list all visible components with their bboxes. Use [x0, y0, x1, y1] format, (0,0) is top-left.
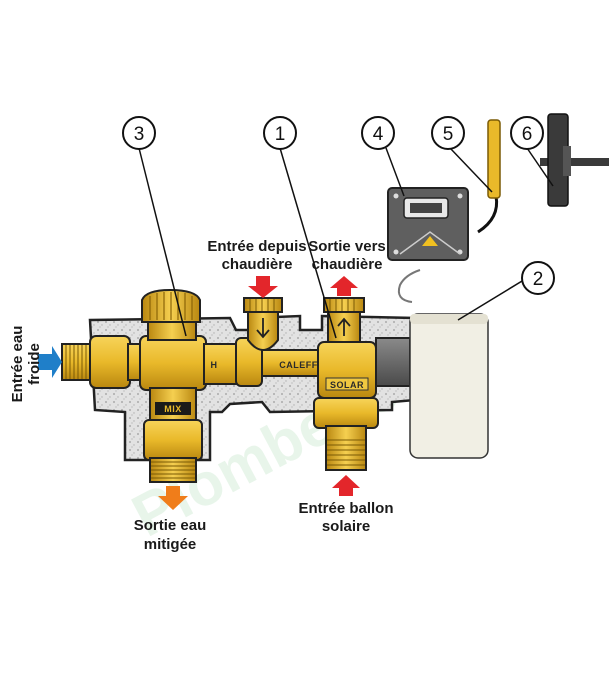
label-solar-in-line2: solaire [322, 518, 370, 535]
label-mixed-out-line1: Sortie eau [134, 517, 207, 534]
label-mixed-out-line2: mitigée [144, 536, 197, 553]
solar-marking: SOLAR [330, 380, 364, 390]
actuator-box [409, 313, 489, 459]
callout-4: 4 [361, 116, 395, 150]
label-boiler-in-line2: chaudière [222, 256, 293, 273]
callout-5: 5 [431, 116, 465, 150]
arrow-boiler-out [330, 276, 358, 296]
callout-6: 6 [510, 116, 544, 150]
callout-1: 1 [263, 116, 297, 150]
label-boiler-in-line1: Entrée depuis [207, 238, 306, 255]
boiler-inlet-port [243, 297, 283, 351]
probe-pocket [540, 113, 609, 207]
cold-inlet-fitting [61, 335, 143, 389]
mixing-valve: MIX H [139, 288, 239, 483]
arrow-boiler-in [248, 276, 278, 298]
arrow-mixed-out [158, 486, 188, 510]
arrow-solar-in [332, 475, 360, 496]
callout-4-number: 4 [373, 124, 384, 145]
label-solar-in-line1: Entrée ballon [298, 500, 393, 517]
callout-2-number: 2 [533, 269, 544, 290]
leader-lines [138, 147, 554, 339]
hot-marking: H [211, 360, 218, 370]
callout-2: 2 [521, 261, 555, 295]
label-boiler-out-line2: chaudière [312, 256, 383, 273]
controller-box [387, 187, 469, 303]
diverter-valve: SOLAR [313, 297, 411, 471]
brand-marking: CALEFFI [279, 360, 321, 370]
callout-6-number: 6 [522, 124, 533, 145]
callout-1-number: 1 [275, 124, 286, 145]
callout-3-number: 3 [134, 124, 145, 145]
callout-5-number: 5 [443, 124, 454, 145]
arrow-cold-in [38, 346, 62, 378]
label-cold-in: Entrée eau froide [9, 326, 43, 403]
label-cold-in-line2: froide [26, 343, 43, 385]
label-cold-in-line1: Entrée eau [9, 326, 26, 403]
mix-marking: MIX [164, 404, 182, 414]
label-boiler-out-line1: Sortie vers [308, 238, 386, 255]
callout-3: 3 [122, 116, 156, 150]
temperature-probe [477, 119, 501, 234]
